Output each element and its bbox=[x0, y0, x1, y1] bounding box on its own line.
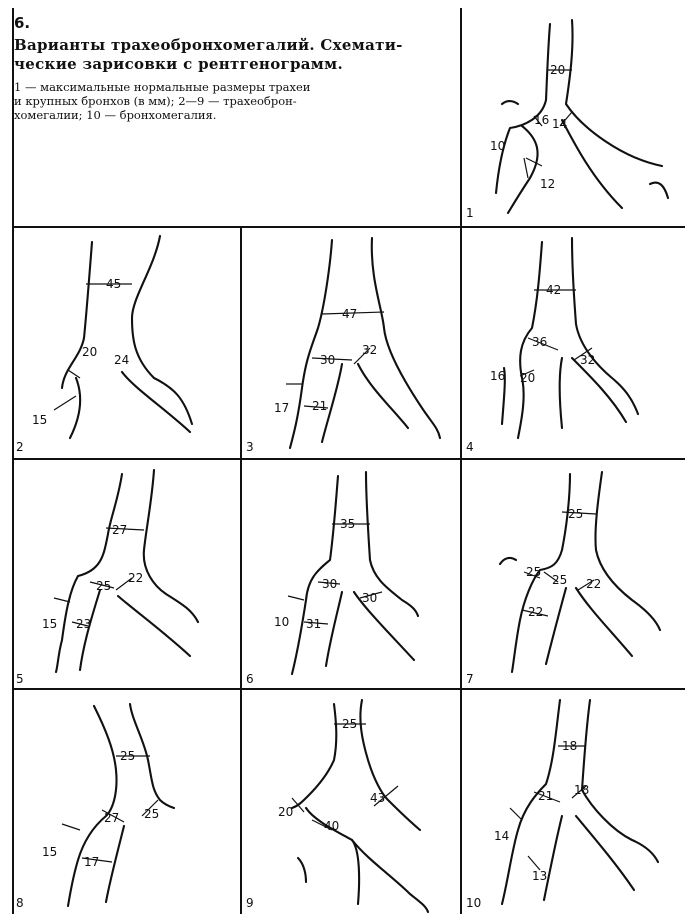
panel-number: 10 bbox=[466, 896, 481, 910]
airway-sketch-4: 42 36 32 16 20 bbox=[462, 228, 685, 458]
airway-sketch-7: 25 25 25 22 22 bbox=[462, 460, 685, 688]
measurement-label: 30 bbox=[362, 591, 377, 605]
figure-legend: 1 — максимальные нормальные размеры трах… bbox=[14, 80, 454, 122]
measurement-label: 45 bbox=[106, 277, 121, 291]
figure-number: 6. bbox=[14, 14, 454, 32]
measurement-label: 27 bbox=[104, 811, 119, 825]
measurement-label: 32 bbox=[580, 353, 595, 367]
measurement-label: 12 bbox=[540, 177, 555, 191]
panel-1: 20 16 14 10 12 1 bbox=[462, 8, 685, 226]
measurement-label: 10 bbox=[274, 615, 289, 629]
figure-title-line: Варианты трахеобронхомегалий. Схемати- bbox=[14, 36, 454, 55]
measurement-label: 31 bbox=[306, 617, 321, 631]
measurement-label: 16 bbox=[490, 369, 505, 383]
measurement-label: 47 bbox=[342, 307, 357, 321]
measurement-label: 15 bbox=[42, 617, 57, 631]
panel-number: 7 bbox=[466, 672, 474, 686]
measurement-label: 18 bbox=[562, 739, 577, 753]
airway-sketch-6: 35 30 30 10 31 bbox=[242, 460, 460, 688]
panel-9: 25 20 40 43 9 bbox=[242, 690, 460, 914]
airway-sketch-1: 20 16 14 10 12 bbox=[462, 8, 685, 226]
measurement-label: 20 bbox=[278, 805, 293, 819]
measurement-label: 32 bbox=[362, 343, 377, 357]
figure-legend-line: хомегалии; 10 — бронхомегалия. bbox=[14, 108, 454, 122]
measurement-label: 23 bbox=[76, 617, 91, 631]
figure-caption: 6. Варианты трахеобронхомегалий. Схемати… bbox=[14, 14, 454, 122]
measurement-label: 21 bbox=[538, 789, 553, 803]
measurement-label: 13 bbox=[532, 869, 547, 883]
measurement-label: 40 bbox=[324, 819, 339, 833]
measurement-label: 25 bbox=[526, 565, 541, 579]
panel-number: 2 bbox=[16, 440, 24, 454]
measurement-label: 20 bbox=[550, 63, 565, 77]
measurement-label: 22 bbox=[528, 605, 543, 619]
measurement-label: 25 bbox=[144, 807, 159, 821]
measurement-label: 30 bbox=[320, 353, 335, 367]
panel-10: 18 21 18 14 13 10 bbox=[462, 690, 685, 914]
measurement-label: 42 bbox=[546, 283, 561, 297]
panel-number: 5 bbox=[16, 672, 24, 686]
measurement-label: 35 bbox=[340, 517, 355, 531]
panel-number: 1 bbox=[466, 206, 474, 220]
measurement-label: 25 bbox=[96, 579, 111, 593]
measurement-label: 18 bbox=[574, 783, 589, 797]
measurement-label: 20 bbox=[520, 371, 535, 385]
measurement-label: 36 bbox=[532, 335, 547, 349]
measurement-label: 14 bbox=[552, 117, 567, 131]
measurement-label: 25 bbox=[568, 507, 583, 521]
figure-legend-line: и крупных бронхов (в мм); 2—9 — трахеобр… bbox=[14, 94, 454, 108]
measurement-label: 21 bbox=[312, 399, 327, 413]
panel-number: 8 bbox=[16, 896, 24, 910]
measurement-label: 15 bbox=[42, 845, 57, 859]
measurement-label: 24 bbox=[114, 353, 129, 367]
airway-sketch-8: 25 27 25 15 17 bbox=[14, 690, 240, 914]
measurement-label: 43 bbox=[370, 791, 385, 805]
panel-number: 9 bbox=[246, 896, 254, 910]
measurement-label: 10 bbox=[490, 139, 505, 153]
panel-4: 42 36 32 16 20 4 bbox=[462, 228, 685, 458]
panel-number: 6 bbox=[246, 672, 254, 686]
panel-5: 27 25 22 15 23 5 bbox=[14, 460, 240, 688]
panel-number: 4 bbox=[466, 440, 474, 454]
measurement-label: 17 bbox=[274, 401, 289, 415]
measurement-label: 27 bbox=[112, 523, 127, 537]
figure-legend-line: 1 — максимальные нормальные размеры трах… bbox=[14, 80, 454, 94]
measurement-label: 15 bbox=[32, 413, 47, 427]
panel-6: 35 30 30 10 31 6 bbox=[242, 460, 460, 688]
measurement-label: 16 bbox=[534, 113, 549, 127]
airway-sketch-5: 27 25 22 15 23 bbox=[14, 460, 240, 688]
panel-3: 47 30 32 17 21 3 bbox=[242, 228, 460, 458]
airway-sketch-10: 18 21 18 14 13 bbox=[462, 690, 685, 914]
measurement-label: 20 bbox=[82, 345, 97, 359]
figure-title-line: ческие зарисовки с рентгенограмм. bbox=[14, 55, 454, 74]
measurement-label: 22 bbox=[128, 571, 143, 585]
panel-7: 25 25 25 22 22 7 bbox=[462, 460, 685, 688]
measurement-label: 22 bbox=[586, 577, 601, 591]
figure-title: Варианты трахеобронхомегалий. Схемати- ч… bbox=[14, 36, 454, 74]
airway-sketch-3: 47 30 32 17 21 bbox=[242, 228, 460, 458]
airway-sketch-9: 25 20 40 43 bbox=[242, 690, 460, 914]
panel-number: 3 bbox=[246, 440, 254, 454]
measurement-label: 30 bbox=[322, 577, 337, 591]
measurement-label: 17 bbox=[84, 855, 99, 869]
airway-sketch-2: 45 20 24 15 bbox=[14, 228, 240, 458]
panel-2: 45 20 24 15 2 bbox=[14, 228, 240, 458]
measurement-label: 25 bbox=[552, 573, 567, 587]
measurement-label: 25 bbox=[342, 717, 357, 731]
measurement-label: 25 bbox=[120, 749, 135, 763]
measurement-label: 14 bbox=[494, 829, 509, 843]
panel-8: 25 27 25 15 17 8 bbox=[14, 690, 240, 914]
